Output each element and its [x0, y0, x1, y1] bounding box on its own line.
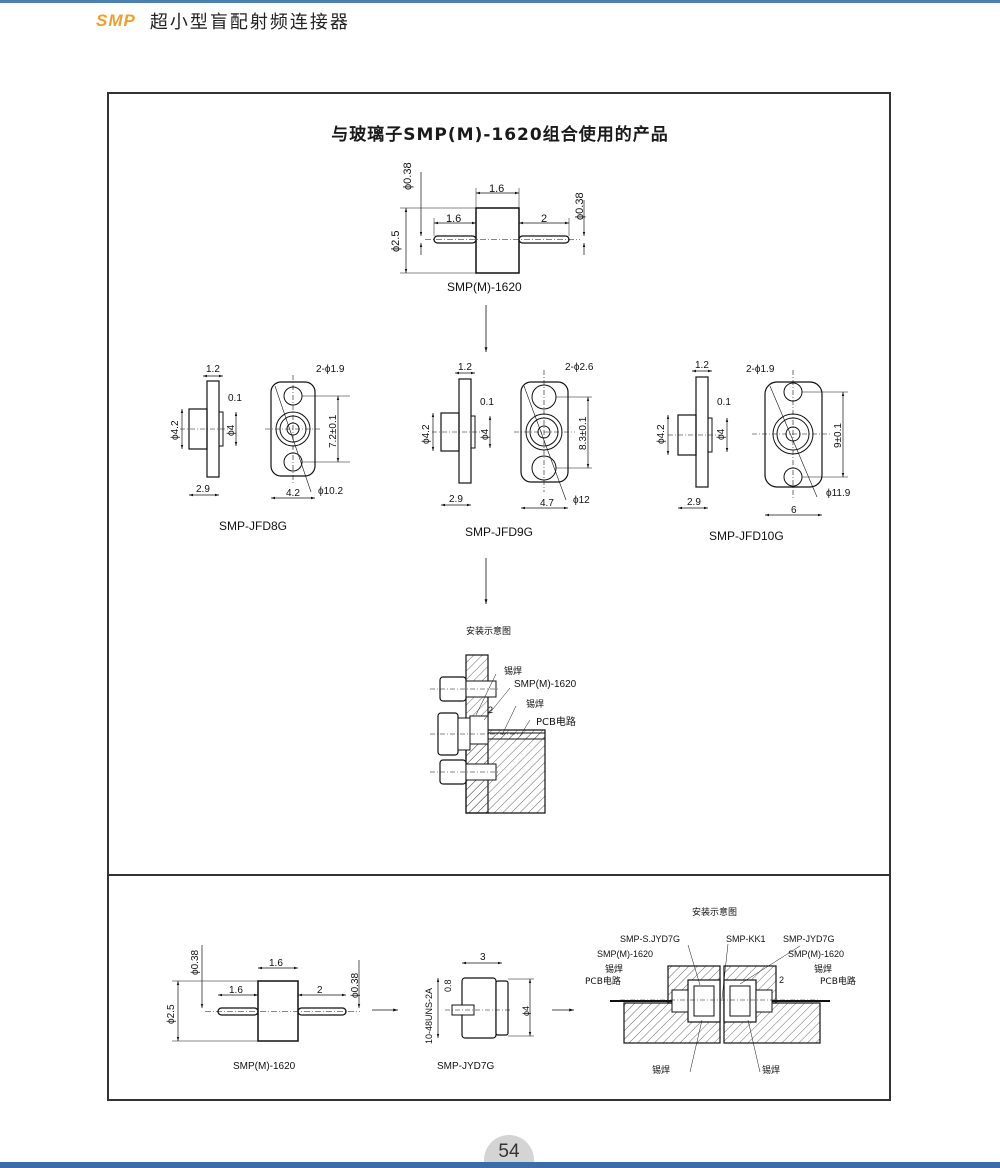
- jfd8g-depth: 2.9: [196, 484, 210, 495]
- jfd9g-pitch: 8.3±0.1: [578, 416, 589, 450]
- jfd8g-inner-dia: ϕ4: [226, 424, 237, 436]
- dim-body-dia: ϕ2.5: [390, 230, 402, 252]
- jfd10g-name: SMP-JFD10G: [709, 529, 784, 543]
- page-number: 54: [498, 1141, 520, 1162]
- jfd10g-thickness: 1.2: [695, 360, 709, 371]
- jfd10g-depth: 2.9: [687, 497, 701, 508]
- top-part-drawing: [400, 172, 586, 274]
- jfd9g-thickness: 1.2: [458, 362, 472, 373]
- page-header: SMP 超小型盲配射频连接器: [96, 8, 350, 34]
- jfd10g-gap: 0.1: [717, 397, 731, 408]
- install2-pcb-left: PCB电路: [585, 977, 621, 987]
- jyd-thread: 10-48UNS-2A: [424, 987, 434, 1044]
- install2-solder-bottom-left: 锡焊: [652, 1066, 671, 1076]
- install1-title: 安装示意图: [466, 627, 512, 637]
- jfd8g-outer-dia: ϕ10.2: [318, 486, 344, 497]
- install-diagram-2: [610, 943, 830, 1073]
- flange-jfd10g-drawing: [666, 369, 848, 517]
- install2-kk1: SMP-KK1: [726, 934, 766, 944]
- install2-solder-left: 锡焊: [605, 965, 624, 975]
- jfd8g-holes: 2-ϕ1.9: [316, 364, 345, 375]
- install2-gap: 2: [779, 975, 785, 985]
- jfd8g-thickness: 1.2: [206, 364, 220, 375]
- jfd9g-outer-dia: ϕ12: [573, 495, 590, 506]
- bottom-dim-right-pin: 2: [317, 985, 323, 996]
- jyd-length: 3: [480, 952, 486, 963]
- jyd-dia: ϕ4: [521, 1005, 531, 1016]
- jfd8g-pitch: 7.2±0.1: [328, 414, 339, 448]
- bottom-dim-right-pin-dia: ϕ0.38: [350, 972, 361, 998]
- jfd9g-inner-dia: ϕ4: [480, 428, 491, 440]
- jfd10g-boss-dia: ϕ4.2: [656, 424, 667, 444]
- install2-sjyd: SMP-S.JYD7G: [620, 934, 681, 944]
- jfd10g-inner-dia: ϕ4: [716, 428, 727, 440]
- bottom-part-drawing: [172, 945, 361, 1042]
- bottom-dim-left-pin: 1.6: [229, 985, 243, 996]
- jfd8g-gap: 0.1: [228, 393, 242, 404]
- jfd10g-holes: 2-ϕ1.9: [746, 364, 775, 375]
- section-title: 与玻璃子SMP(M)-1620组合使用的产品: [331, 125, 669, 145]
- top-rule: [0, 0, 1000, 3]
- install1-gap: 2: [488, 705, 494, 715]
- install2-solder-right: 锡焊: [814, 965, 833, 975]
- install1-pcb: PCB电路: [536, 717, 576, 728]
- install2-jyd: SMP-JYD7G: [783, 934, 835, 944]
- flange-jfd8g-drawing: [180, 374, 350, 500]
- jyd-slot: 0.8: [443, 979, 453, 992]
- jfd9g-name: SMP-JFD9G: [465, 525, 534, 539]
- jfd9g-holes: 2-ϕ2.6: [565, 362, 594, 373]
- jfd10g-outer-dia: ϕ11.9: [826, 488, 851, 499]
- dim-right-pin: 2: [541, 213, 548, 225]
- jfd8g-boss-dia: ϕ4.2: [170, 420, 181, 440]
- jfd9g-boss-dia: ϕ4.2: [421, 424, 432, 444]
- bottom-part-name: SMP(M)-1620: [233, 1061, 296, 1072]
- jfd10g-pitch: 9±0.1: [833, 423, 844, 448]
- jfd9g-width: 4.7: [540, 498, 554, 509]
- bottom-dim-body-dia: ϕ2.5: [166, 1004, 177, 1024]
- header-title: 超小型盲配射频连接器: [149, 12, 350, 33]
- install2-title: 安装示意图: [692, 908, 738, 918]
- dim-left-pin-dia: ϕ0.38: [402, 162, 414, 190]
- jfd9g-gap: 0.1: [480, 397, 494, 408]
- dim-right-pin-dia: ϕ0.38: [574, 192, 586, 220]
- jfd9g-depth: 2.9: [449, 494, 463, 505]
- install2-pcb-right: PCB电路: [820, 977, 856, 987]
- footer-rule: [0, 1162, 1000, 1168]
- jyd-name: SMP-JYD7G: [437, 1061, 495, 1072]
- dim-body-length: 1.6: [489, 183, 505, 195]
- install-diagram-1: [430, 654, 546, 814]
- install2-part-left: SMP(M)-1620: [597, 949, 654, 959]
- jfd8g-name: SMP-JFD8G: [219, 519, 288, 533]
- content-frame: [107, 92, 891, 1101]
- install1-solder-b: 锡焊: [526, 700, 545, 710]
- dim-left-pin: 1.6: [446, 213, 462, 225]
- brand-logo: SMP: [96, 11, 136, 30]
- install2-solder-bottom-right: 锡焊: [762, 1066, 781, 1076]
- bottom-dim-left-pin-dia: ϕ0.38: [190, 949, 201, 975]
- install1-part: SMP(M)-1620: [514, 679, 577, 690]
- install2-part-right: SMP(M)-1620: [788, 949, 845, 959]
- top-part-name: SMP(M)-1620: [447, 280, 522, 294]
- jyd7g-drawing: [436, 961, 534, 1039]
- install1-solder-a: 锡焊: [504, 667, 523, 677]
- jfd10g-width: 6: [791, 505, 797, 516]
- section-divider: [107, 874, 891, 876]
- flange-jfd9g-drawing: [431, 370, 592, 510]
- jfd8g-width: 4.2: [286, 488, 300, 499]
- bottom-dim-body-length: 1.6: [269, 958, 283, 969]
